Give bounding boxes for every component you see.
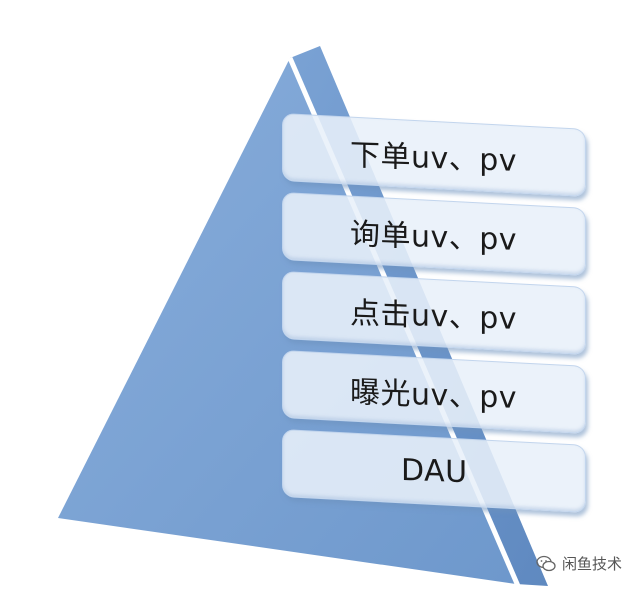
level-label: DAU <box>400 452 468 490</box>
watermark: 闲鱼技术 <box>536 553 622 574</box>
level-label: 询单uv、pv <box>350 217 518 258</box>
wechat-icon <box>536 555 556 571</box>
watermark-text: 闲鱼技术 <box>561 555 622 573</box>
level-label: 点击uv、pv <box>350 296 518 337</box>
level-label: 曝光uv、pv <box>350 375 518 416</box>
level-label: 下单uv、pv <box>350 138 518 179</box>
